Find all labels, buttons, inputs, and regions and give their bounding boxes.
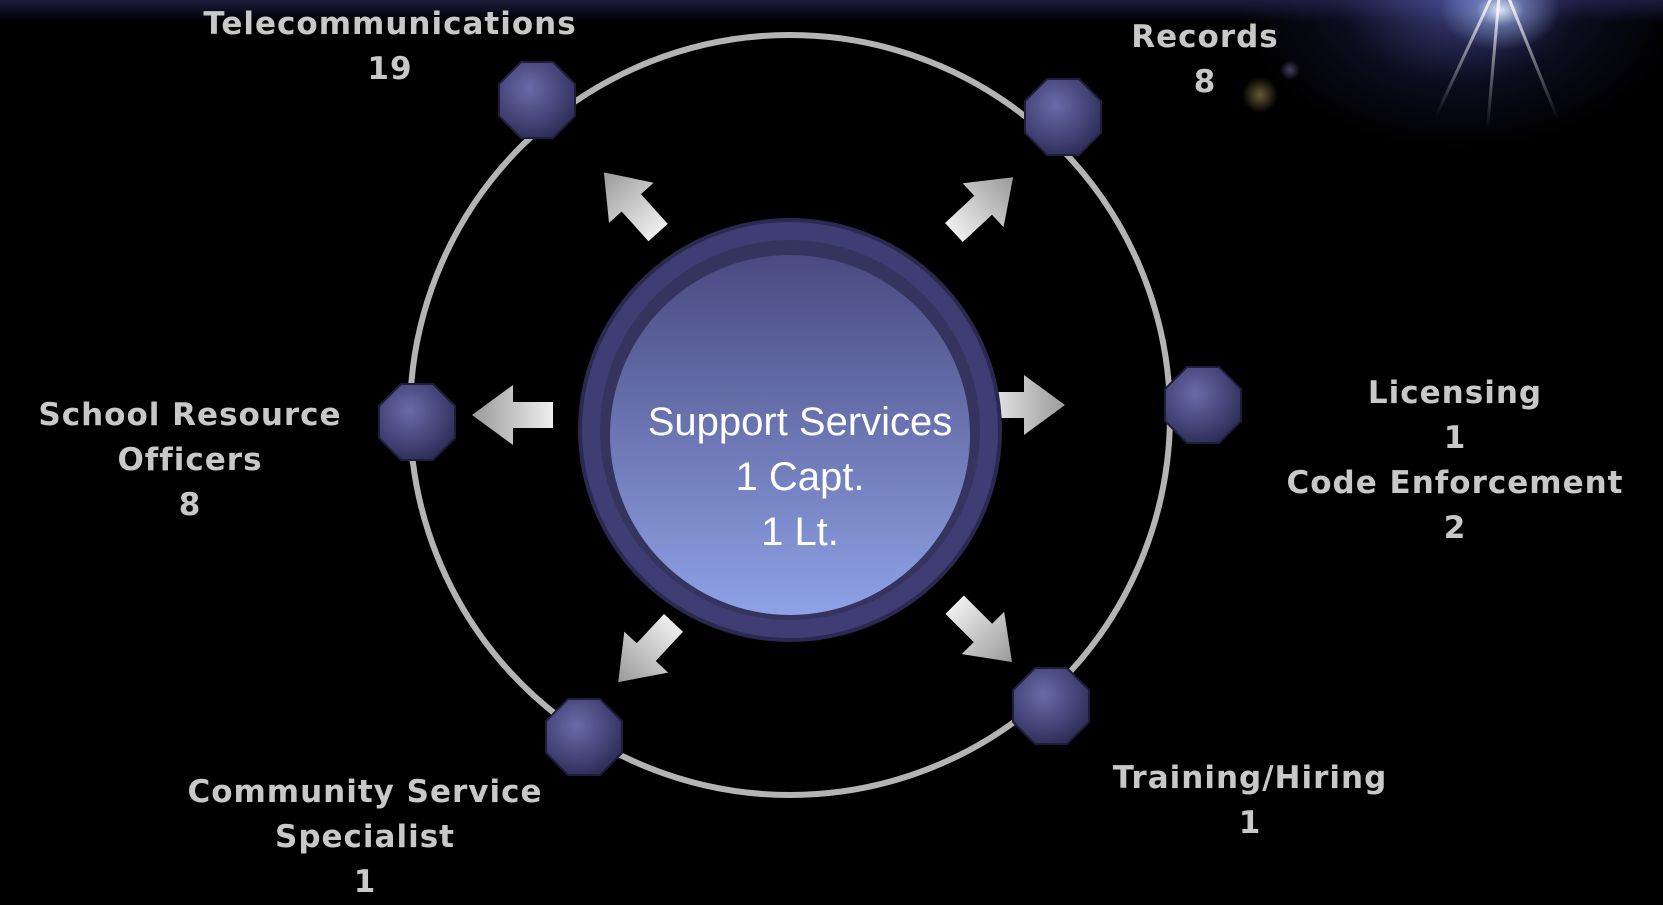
unit-name-line2: Specialist xyxy=(275,819,455,855)
center-inner-disc xyxy=(610,255,970,615)
unit-count: 1 xyxy=(1238,805,1262,841)
node-licensing-code-enforcement xyxy=(1164,366,1242,444)
arrow-to-records xyxy=(944,177,1014,243)
unit-count: 1 xyxy=(1443,420,1467,456)
unit-name: Telecommunications xyxy=(203,6,577,42)
unit-name-secondary: Code Enforcement xyxy=(1286,465,1624,501)
label-licensing-code-enforcement: Licensing 1 Code Enforcement 2 xyxy=(1245,371,1663,551)
node-telecommunications xyxy=(498,61,576,139)
label-records: Records 8 xyxy=(1105,15,1305,105)
unit-name: School Resource xyxy=(38,397,342,433)
label-telecommunications: Telecommunications 19 xyxy=(155,2,625,92)
unit-name: Licensing xyxy=(1367,375,1543,411)
label-training-hiring: Training/Hiring 1 xyxy=(1070,756,1430,846)
node-school-resource-officers xyxy=(378,383,456,461)
lens-flare-decoration xyxy=(1230,0,1663,150)
node-community-service-specialist xyxy=(545,698,623,776)
node-training-hiring xyxy=(1012,667,1090,745)
unit-count: 8 xyxy=(178,487,202,523)
node-records xyxy=(1024,78,1102,156)
unit-name: Community Service xyxy=(187,774,543,810)
unit-count: 8 xyxy=(1193,64,1217,100)
center-title: Support Services xyxy=(647,400,953,444)
arrow-to-telecommunications xyxy=(603,172,668,242)
unit-count: 1 xyxy=(353,864,377,900)
label-community-service-specialist: Community Service Specialist 1 xyxy=(150,770,580,905)
arrow-to-licensing xyxy=(984,375,1065,435)
arrow-to-community-service-specialist xyxy=(618,613,684,683)
arrow-to-training-hiring xyxy=(945,595,1012,662)
unit-count-secondary: 2 xyxy=(1443,510,1467,546)
unit-name: Records xyxy=(1131,19,1279,55)
center-lieutenant-count: 1 Lt. xyxy=(761,510,839,554)
center-captain-count: 1 Capt. xyxy=(735,455,865,499)
center-label: Support Services 1 Capt. 1 Lt. xyxy=(560,395,1040,560)
label-school-resource-officers: School Resource Officers 8 xyxy=(0,393,380,528)
arrow-to-school-resource-officers xyxy=(472,385,553,445)
unit-count: 19 xyxy=(367,51,413,87)
unit-name: Training/Hiring xyxy=(1112,760,1388,796)
unit-name-line2: Officers xyxy=(117,442,263,478)
